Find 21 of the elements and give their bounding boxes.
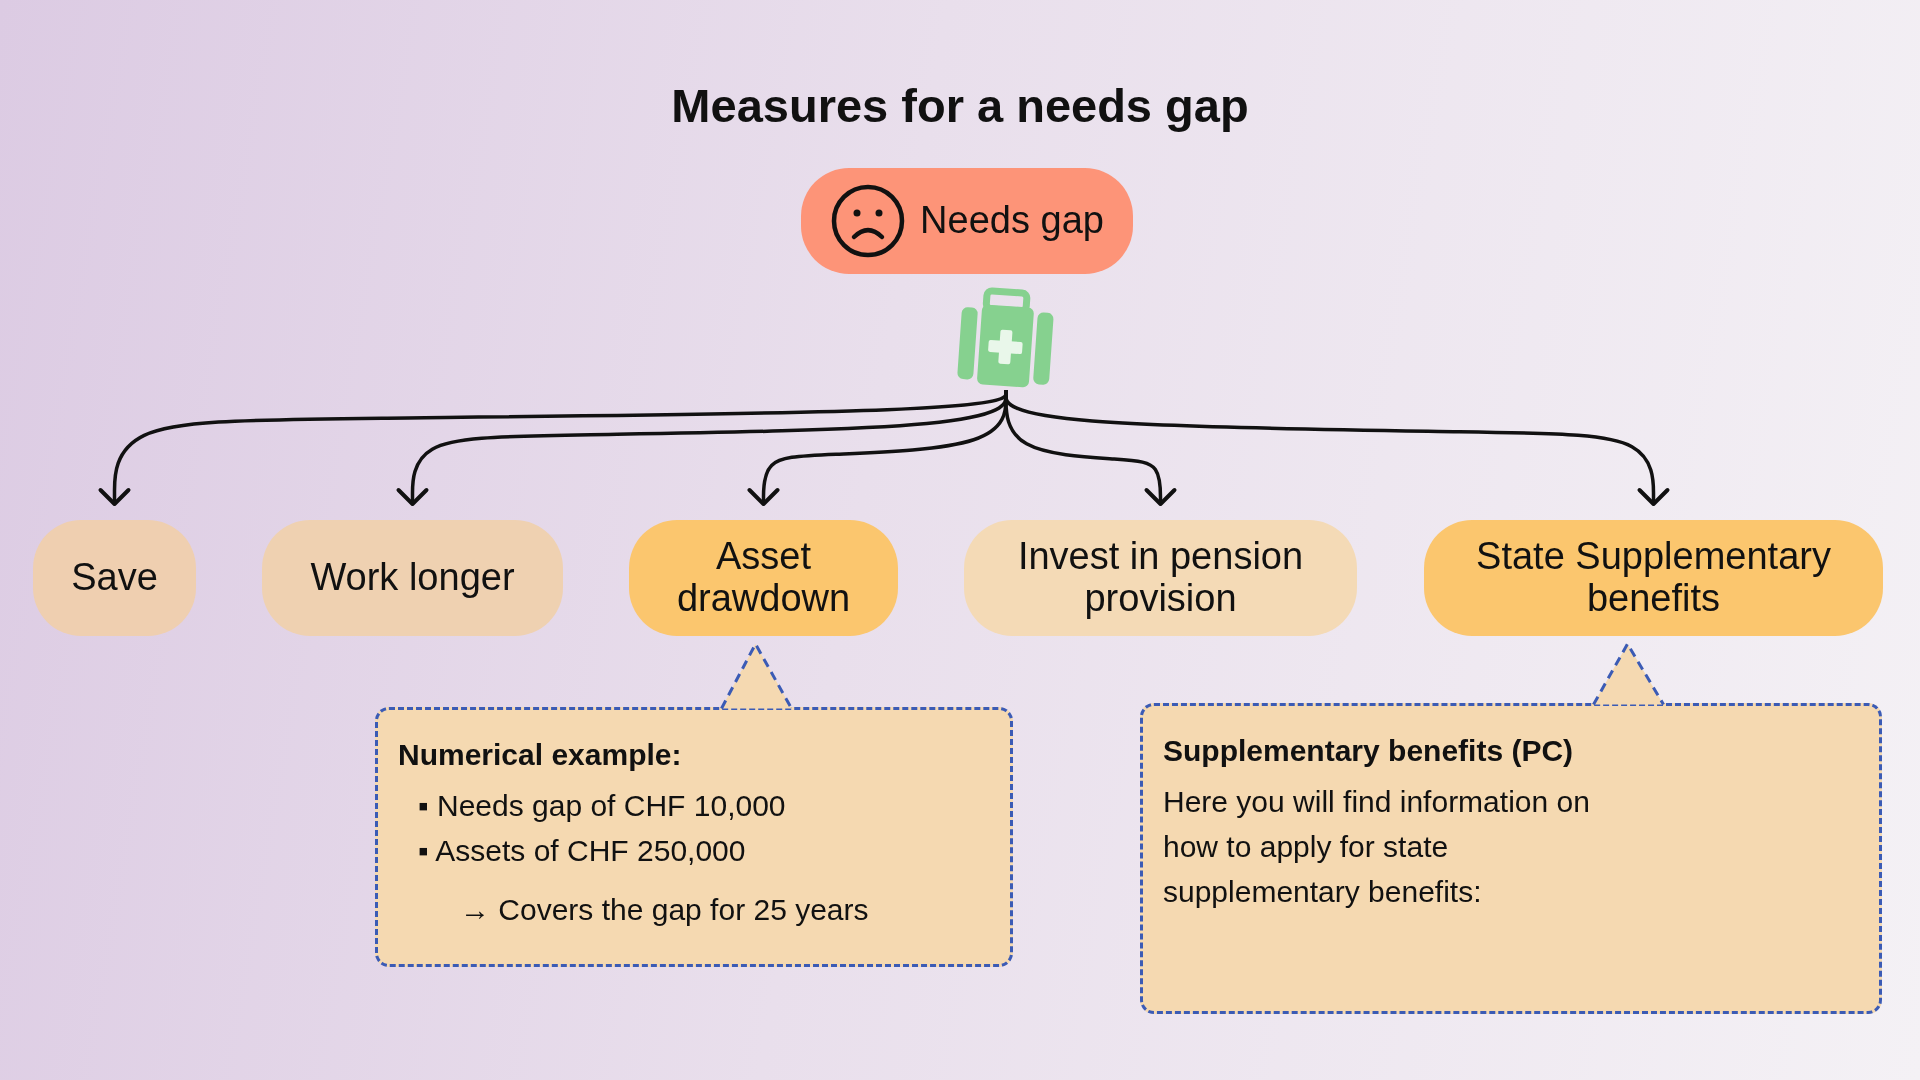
diagram-title: Measures for a needs gap: [670, 78, 1250, 133]
callout-tail: [1592, 641, 1665, 706]
node-label: Needs gap: [920, 200, 1104, 242]
node-label: Work longer: [310, 557, 515, 599]
measure-pill: [1424, 520, 1883, 636]
measure-pill: [629, 520, 898, 636]
callout-text: Here you will find information on how to apply for state supplementary benefits:: [1163, 784, 1591, 910]
measure-pill: [964, 520, 1357, 636]
callout-box: [1140, 703, 1882, 1014]
node-label: Invest in pension provision: [1016, 536, 1305, 620]
callout-box: [375, 707, 1013, 967]
node-label: State Supplementary benefits: [1475, 536, 1832, 620]
callout-heading: Supplementary benefits (PC): [1163, 733, 1574, 769]
callout-text: ▪ Needs gap of CHF 10,000: [418, 788, 786, 824]
node-label: Asset drawdown: [675, 536, 852, 620]
callout-heading: Numerical example:: [398, 737, 682, 773]
callout-text: → Covers the gap for 25 years: [460, 892, 869, 928]
callout-text: ▪ Assets of CHF 250,000: [418, 833, 746, 869]
measure-pill: [262, 520, 563, 636]
node-label: Save: [71, 557, 158, 599]
measure-pill: [33, 520, 196, 636]
